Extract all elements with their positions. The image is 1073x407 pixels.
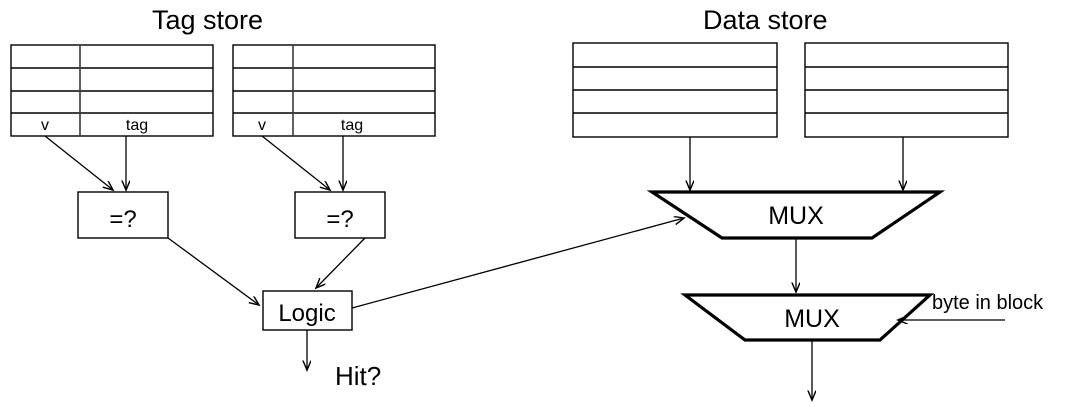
wire-valid-0-to-comparator — [44, 135, 113, 190]
tag-store-title: Tag store — [152, 5, 263, 35]
comparator-1-box — [294, 191, 386, 239]
tag-box-1-valid-label: v — [258, 117, 266, 134]
hit-output-label: Hit? — [335, 361, 381, 391]
comparator-1: =? — [294, 191, 386, 239]
byte-in-block-label: byte in block — [932, 292, 1044, 314]
wire-logic-to-mux-select — [351, 218, 684, 309]
comparator-0-label: =? — [109, 206, 136, 233]
wire-valid-1-to-comparator — [261, 135, 330, 190]
mux-upper: MUX — [646, 190, 946, 240]
tag-store-way-1: v tag — [232, 44, 436, 137]
comparator-0: =? — [77, 191, 169, 239]
wire-comparator-0-to-logic — [167, 237, 259, 305]
logic-label: Logic — [278, 300, 335, 327]
mux-upper-label: MUX — [768, 202, 824, 230]
wire-comparator-1-to-logic — [316, 237, 366, 288]
mux-lower: MUX — [680, 293, 935, 342]
mux-upper-shape — [646, 190, 946, 240]
data-store-way-1 — [804, 42, 1009, 138]
mux-lower-label: MUX — [784, 305, 840, 333]
comparator-1-label: =? — [326, 206, 353, 233]
tag-box-1-tag-label: tag — [341, 117, 363, 134]
comparator-0-box — [77, 191, 169, 239]
tag-box-0-valid-label: v — [41, 117, 49, 134]
tag-store-way-0: v tag — [10, 44, 214, 137]
data-store-way-0 — [572, 42, 778, 138]
data-store-title: Data store — [703, 5, 828, 35]
logic-block: Logic — [262, 290, 353, 331]
tag-box-0-tag-label: tag — [126, 117, 148, 134]
mux-lower-shape — [680, 293, 935, 342]
